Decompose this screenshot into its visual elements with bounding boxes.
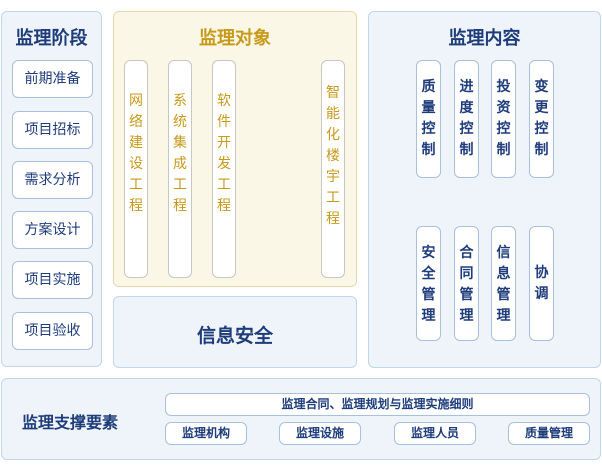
- support-quality-management: 质量管理: [508, 422, 590, 445]
- security-panel: 信息安全: [113, 296, 357, 368]
- object-building: 智能化楼宇工程: [321, 60, 345, 278]
- stage-item-acceptance: 项目验收: [12, 312, 93, 350]
- object-integration: 系统集成工程: [168, 60, 192, 278]
- support-personnel: 监理人员: [394, 422, 476, 445]
- object-label: 软件开发工程: [217, 93, 231, 214]
- content-label: 安全管理: [421, 245, 436, 324]
- object-label: 网络建设工程: [129, 93, 143, 214]
- content-schedule-control: 进度控制: [454, 60, 479, 178]
- support-facilities: 监理设施: [279, 422, 361, 445]
- support-organization: 监理机构: [165, 422, 247, 445]
- content-label: 合同管理: [459, 245, 474, 324]
- content-label: 信息管理: [496, 245, 511, 324]
- stage-item-preparation: 前期准备: [12, 60, 93, 98]
- stage-item-bidding: 项目招标: [12, 111, 93, 149]
- content-label: 进度控制: [459, 79, 474, 158]
- content-label: 变更控制: [534, 79, 549, 158]
- content-contract-management: 合同管理: [454, 226, 479, 341]
- security-title: 信息安全: [196, 325, 273, 347]
- content-label: 协调: [534, 265, 549, 302]
- content-coordination: 协调: [529, 226, 554, 341]
- stage-title: 监理阶段: [15, 28, 88, 49]
- object-network: 网络建设工程: [124, 60, 148, 278]
- support-title: 监理支撑要素: [22, 413, 119, 432]
- support-contract-plan: 监理合同、监理规划与监理实施细则: [165, 393, 590, 416]
- stage-panel: 监理阶段 前期准备 项目招标 需求分析 方案设计 项目实施 项目验收: [1, 11, 102, 367]
- object-label: 系统集成工程: [173, 93, 187, 214]
- objects-title: 监理对象: [199, 28, 271, 49]
- content-label: 质量控制: [421, 79, 436, 158]
- content-safety-management: 安全管理: [416, 226, 441, 341]
- content-quality-control: 质量控制: [416, 60, 441, 178]
- stage-item-implementation: 项目实施: [12, 261, 93, 299]
- object-software: 软件开发工程: [212, 60, 236, 278]
- content-label: 投资控制: [496, 79, 511, 158]
- object-label: 智能化楼宇工程: [326, 85, 340, 227]
- content-investment-control: 投资控制: [491, 60, 516, 178]
- content-change-control: 变更控制: [529, 60, 554, 178]
- support-panel: 监理支撑要素 监理合同、监理规划与监理实施细则 监理机构 监理设施 监理人员 质…: [1, 378, 601, 460]
- content-panel: 监理内容 质量控制 进度控制 投资控制 变更控制 安全管理 合同管理 信息管理 …: [368, 11, 601, 368]
- content-title: 监理内容: [448, 28, 521, 49]
- stage-item-requirements: 需求分析: [12, 161, 93, 199]
- content-info-management: 信息管理: [491, 226, 516, 341]
- stage-item-design: 方案设计: [12, 211, 93, 249]
